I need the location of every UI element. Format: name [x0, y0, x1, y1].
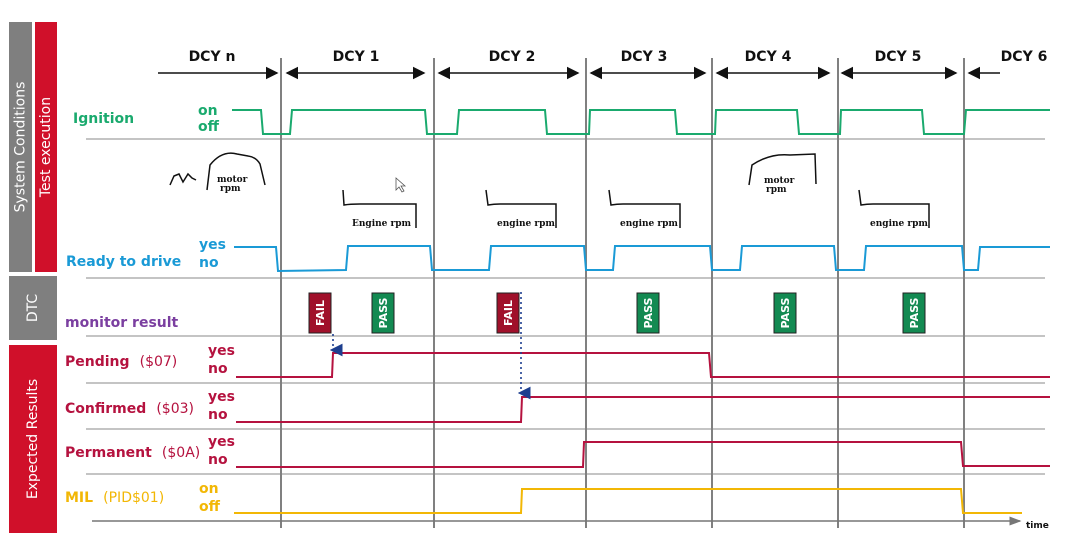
row-separators	[86, 138, 1045, 475]
rpm-text-2: rpm	[766, 185, 787, 195]
mil-code: (PID$01)	[103, 490, 164, 506]
cycle-label-5: DCY 5	[875, 49, 922, 65]
result-badge-text-2: PASS	[377, 297, 390, 328]
monitor-result-badges: FAIL PASS FAIL PASS PASS PASS	[308, 292, 926, 334]
result-badge-text-5: PASS	[779, 297, 792, 328]
engine-rpm-text-3: engine rpm	[620, 219, 678, 229]
engine-rpm-text-2: engine rpm	[497, 219, 555, 229]
result-badge-6	[902, 292, 926, 334]
mil-name: MIL	[65, 490, 93, 506]
ready-yes-label: yes	[199, 237, 226, 253]
causal-arrows	[329, 292, 531, 400]
ready-no-label: no	[199, 255, 219, 271]
ignition-label: Ignition	[73, 111, 134, 127]
confirmed-code: ($03)	[156, 401, 194, 417]
result-badge-text-3: FAIL	[502, 300, 515, 326]
rpm-text-1: rpm	[220, 184, 241, 194]
engine-rpm-text-1: Engine rpm	[352, 219, 412, 229]
result-badge-5	[773, 292, 797, 334]
pending-no-label: no	[208, 361, 228, 377]
pending-yes-label: yes	[208, 343, 235, 359]
ignition-off-label: off	[198, 119, 220, 135]
result-badge-text-6: PASS	[908, 297, 921, 328]
cycle-boundaries	[280, 58, 965, 528]
ready-signal	[234, 245, 1050, 273]
expected-results-tab: Expected Results	[9, 345, 57, 533]
cursor-icon	[395, 177, 407, 193]
cycle-label-4: DCY 4	[745, 49, 792, 65]
permanent-code: ($0A)	[162, 445, 200, 461]
ready-label: Ready to drive	[66, 254, 181, 270]
permanent-signal	[236, 441, 1050, 468]
engine-rpm-text-4: engine rpm	[870, 219, 928, 229]
mil-on-label: on	[199, 481, 219, 497]
ignition-on-label: on	[198, 103, 218, 119]
permanent-no-label: no	[208, 452, 228, 468]
result-badge-4	[636, 292, 660, 334]
mil-label: MIL (PID$01)	[65, 487, 164, 506]
system-conditions-tab: System Conditions	[9, 22, 32, 272]
permanent-yes-label: yes	[208, 434, 235, 450]
test-execution-tab: Test execution	[35, 22, 57, 272]
monitor-result-label: monitor result	[65, 315, 179, 331]
motor-text-1: motor	[217, 175, 248, 185]
cycle-label-3: DCY 3	[621, 49, 668, 65]
cycle-label-2: DCY 2	[489, 49, 536, 65]
pending-code: ($07)	[140, 354, 178, 370]
confirmed-name: Confirmed	[65, 401, 146, 417]
confirmed-no-label: no	[208, 407, 228, 423]
result-badge-2	[371, 292, 395, 334]
permanent-label: Permanent ($0A)	[65, 442, 200, 461]
cycle-label-6: DCY 6	[1001, 49, 1048, 65]
mil-off-label: off	[199, 499, 221, 515]
rpm-sketches	[169, 152, 930, 228]
cycle-label-1: DCY 1	[333, 49, 380, 65]
result-badge-text-4: PASS	[642, 297, 655, 328]
motor-text-2: motor	[764, 176, 795, 186]
cycle-label-n: DCY n	[189, 49, 236, 65]
confirmed-label: Confirmed ($03)	[65, 398, 194, 417]
result-badge-text-1: FAIL	[314, 300, 327, 326]
dtc-tab: DTC	[9, 276, 57, 340]
result-badge-1	[308, 292, 332, 334]
ignition-signal	[232, 109, 1050, 135]
pending-name: Pending	[65, 354, 130, 370]
mil-signal	[234, 488, 1022, 514]
permanent-name: Permanent	[65, 445, 152, 461]
pending-label: Pending ($07)	[65, 351, 177, 370]
time-axis-label: time	[1026, 521, 1049, 531]
pending-signal	[236, 352, 1050, 378]
confirmed-yes-label: yes	[208, 389, 235, 405]
confirmed-signal	[236, 396, 1050, 423]
result-badge-3	[496, 292, 520, 334]
